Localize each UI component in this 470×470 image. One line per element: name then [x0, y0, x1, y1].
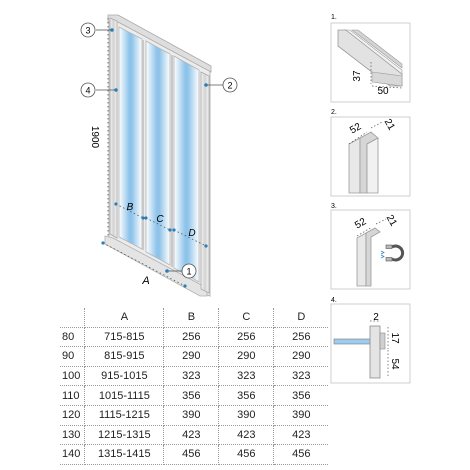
table-cell: 715-815 — [84, 327, 165, 348]
table-cell: 423 — [273, 425, 329, 446]
detail-3-dim-b: 21 — [384, 213, 399, 229]
callout-2: 2 — [204, 77, 238, 93]
height-dimension-label: 1900 — [89, 126, 100, 149]
glass-panel-2 — [145, 40, 171, 266]
table-cell: 130 — [60, 425, 86, 446]
table-cell: 120 — [60, 405, 86, 426]
table-cell: 80 — [60, 327, 86, 348]
magnet-icon — [380, 244, 405, 262]
table-cell: 456 — [163, 444, 220, 465]
callout-1: 1 — [165, 263, 197, 279]
table-cell: 456 — [218, 444, 275, 465]
detail-2-dim-a: 52 — [348, 121, 364, 136]
table-cell: 390 — [273, 405, 329, 426]
table-cell: 423 — [163, 425, 220, 446]
callout-label-3: 3 — [85, 26, 90, 36]
table-cell: 323 — [218, 366, 275, 387]
table-header-cell: C — [218, 308, 275, 328]
callout-label-2: 2 — [227, 81, 232, 91]
detail-2-number: 2. — [331, 109, 337, 116]
table-cell: 915-1015 — [84, 366, 165, 387]
table-cell: 815-915 — [84, 346, 165, 367]
table-cell: 140 — [60, 444, 86, 465]
detail-2: 2. 52 21 — [330, 109, 411, 197]
table-cell: 1015-1115 — [84, 385, 165, 406]
detail-1-dim-height: 37 — [352, 70, 363, 82]
detail-2-dim-b: 21 — [382, 117, 397, 133]
detail-1: 1. 37 50 — [330, 14, 411, 103]
table-cell: 323 — [163, 366, 220, 387]
detail-1-number: 1. — [331, 14, 337, 21]
door-assembly — [101, 14, 212, 297]
table-header-cell: B — [163, 308, 220, 328]
table-cell: 1215-1315 — [84, 425, 165, 446]
table-cell: 390 — [163, 405, 220, 426]
callout-label-4: 4 — [85, 86, 90, 96]
table-cell: 390 — [218, 405, 275, 426]
table-header-cell — [60, 308, 86, 328]
table-cell: 323 — [273, 366, 329, 387]
wall-profile-left — [109, 17, 118, 239]
table-header-cell: A — [84, 308, 165, 328]
panel-label-d: D — [188, 228, 195, 239]
detail-4-number: 4. — [331, 297, 337, 304]
width-dimension-label: A — [141, 275, 149, 287]
table-cell: 256 — [218, 327, 275, 348]
table-cell: 90 — [60, 346, 86, 367]
callout-4: 4 — [80, 82, 118, 98]
table-cell: 356 — [218, 385, 275, 406]
table-cell: 423 — [218, 425, 275, 446]
detail-4: 4. 2 17 54 — [330, 297, 411, 384]
table-cell: 290 — [273, 346, 329, 367]
detail-3: 3. 52 21 — [330, 203, 411, 290]
table-header-cell: D — [273, 308, 329, 328]
panel-label-c: C — [156, 214, 164, 225]
table-cell: 256 — [163, 327, 220, 348]
table-cell: 290 — [163, 346, 220, 367]
detail-4-dim-a: 2 — [373, 312, 379, 323]
table-cell: 290 — [218, 346, 275, 367]
bottom-rail — [104, 235, 208, 297]
panel-label-b: B — [127, 202, 134, 213]
callout-label-1: 1 — [186, 267, 191, 277]
callout-3: 3 — [80, 22, 114, 38]
table-cell: 1315-1415 — [84, 444, 165, 465]
table-cell: 110 — [60, 385, 86, 406]
table-cell: 356 — [273, 385, 329, 406]
table-cell: 100 — [60, 366, 86, 387]
wall-profile-right — [200, 71, 210, 294]
glass-panel-3 — [173, 55, 200, 283]
table-cell: 456 — [273, 444, 329, 465]
detail-3-dim-a: 52 — [353, 216, 369, 231]
table-cell: 1115-1215 — [84, 405, 165, 426]
detail-1-dim-width: 50 — [377, 86, 389, 97]
table-cell: 356 — [163, 385, 220, 406]
detail-4-dim-c: 54 — [389, 358, 400, 370]
table-cell: 256 — [273, 327, 329, 348]
detail-3-number: 3. — [331, 203, 337, 210]
detail-4-dim-b: 17 — [389, 332, 400, 344]
